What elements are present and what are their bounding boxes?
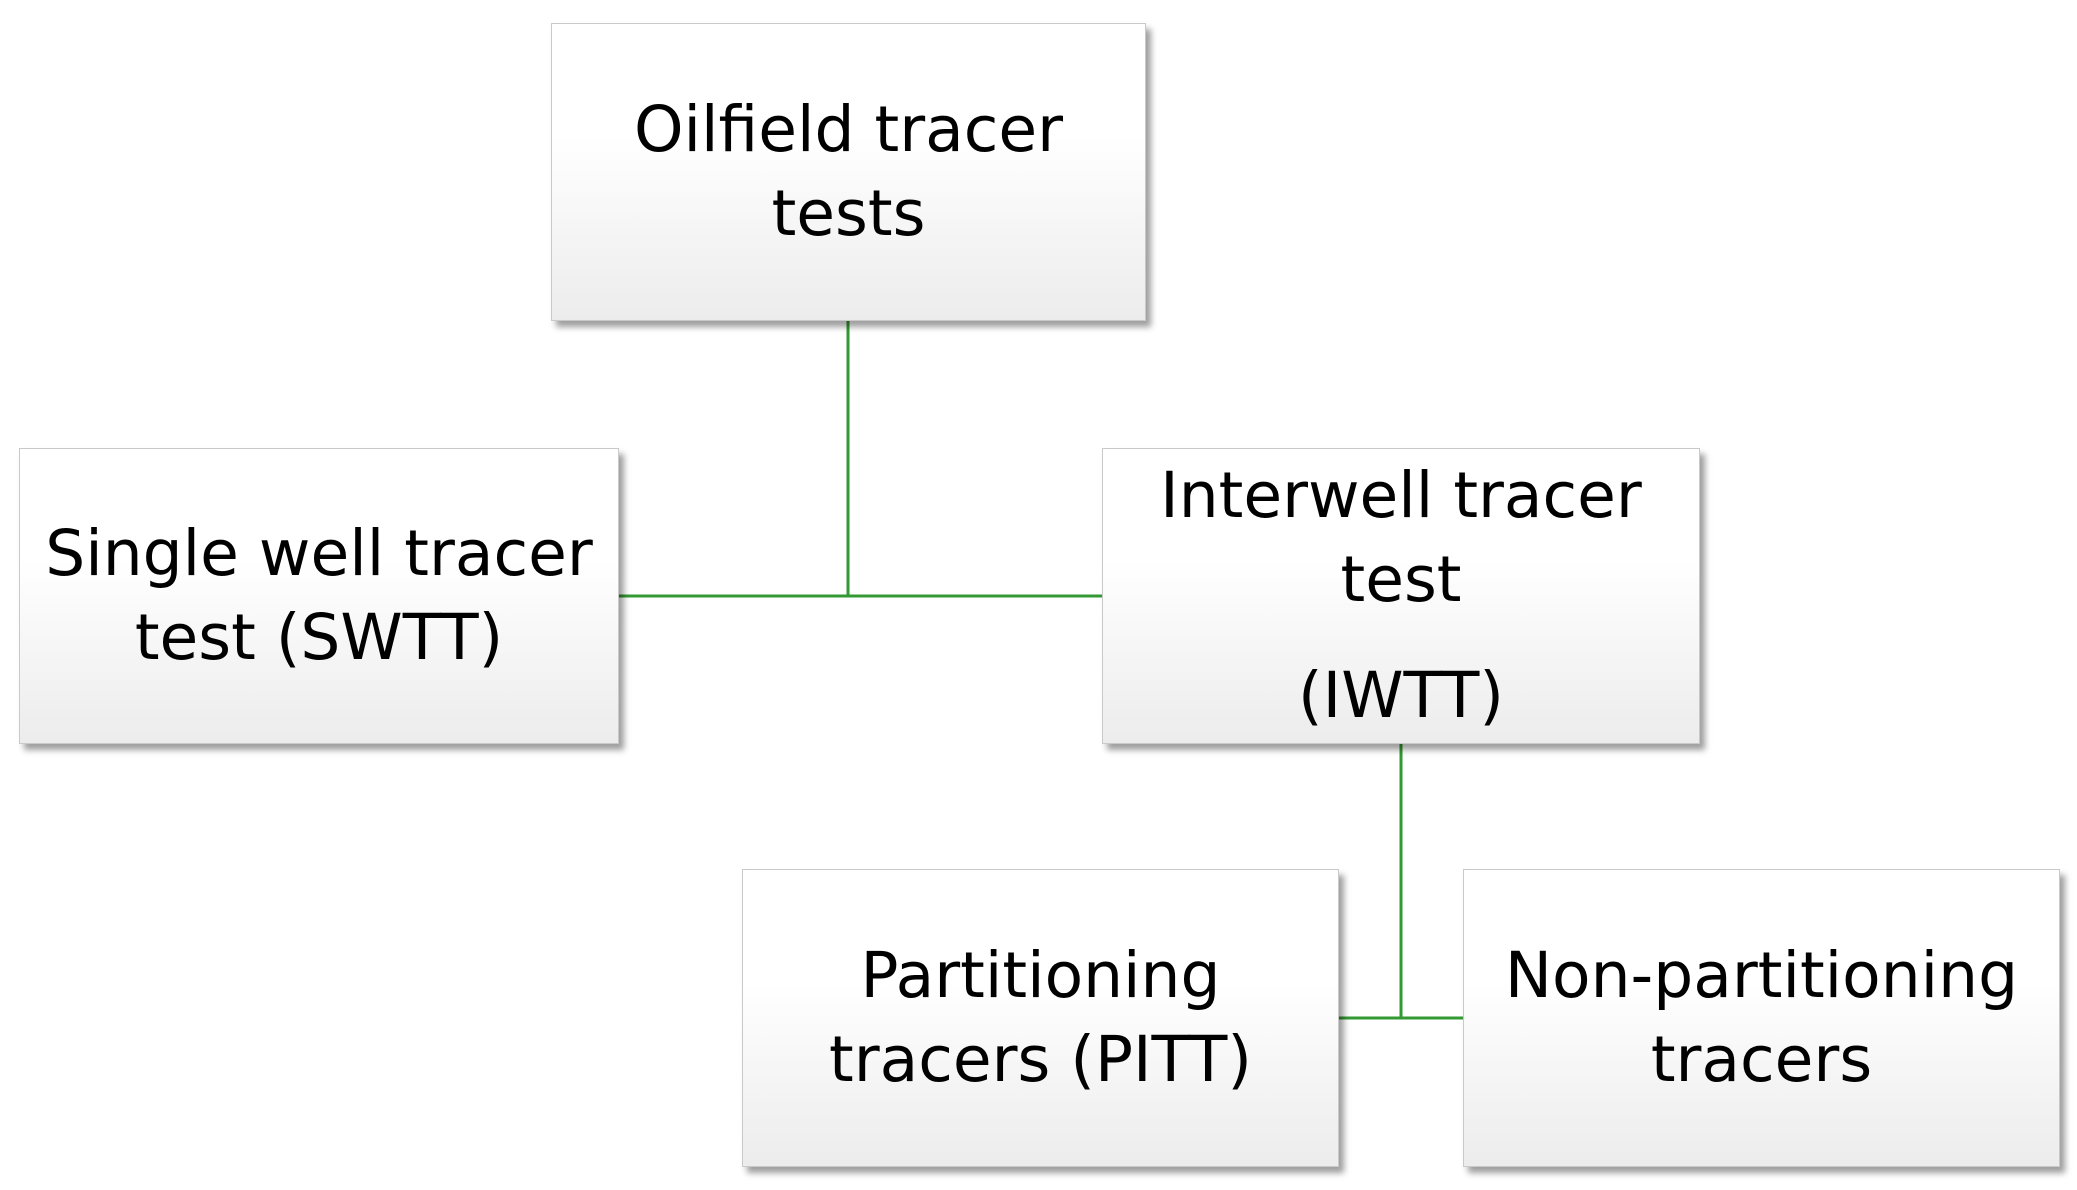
node-single-well-tracer-test: Single well tracer test (SWTT)	[19, 448, 619, 744]
node-label-line: test	[1340, 543, 1462, 616]
node-label-line: Partitioning	[860, 939, 1221, 1012]
node-partitioning-tracers: Partitioning tracers (PITT)	[742, 869, 1339, 1167]
node-label-line: Single well tracer	[45, 517, 593, 590]
node-non-partitioning-tracers: Non-partitioning tracers	[1463, 869, 2060, 1167]
node-label-line: Interwell tracer	[1160, 459, 1642, 532]
node-label-line: tracers	[1650, 1023, 1873, 1096]
node-oilfield-tracer-tests: Oilfield tracer tests	[551, 23, 1146, 321]
node-label-line: Non-partitioning	[1504, 939, 2019, 1012]
node-label-line: tests	[771, 177, 926, 250]
node-label-line: Oilfield tracer	[633, 93, 1064, 166]
node-interwell-tracer-test: Interwell tracer test (IWTT)	[1102, 448, 1700, 744]
node-label-line: (IWTT)	[1298, 659, 1504, 732]
node-label-line: test (SWTT)	[134, 601, 504, 674]
node-label-line: tracers (PITT)	[829, 1023, 1252, 1096]
